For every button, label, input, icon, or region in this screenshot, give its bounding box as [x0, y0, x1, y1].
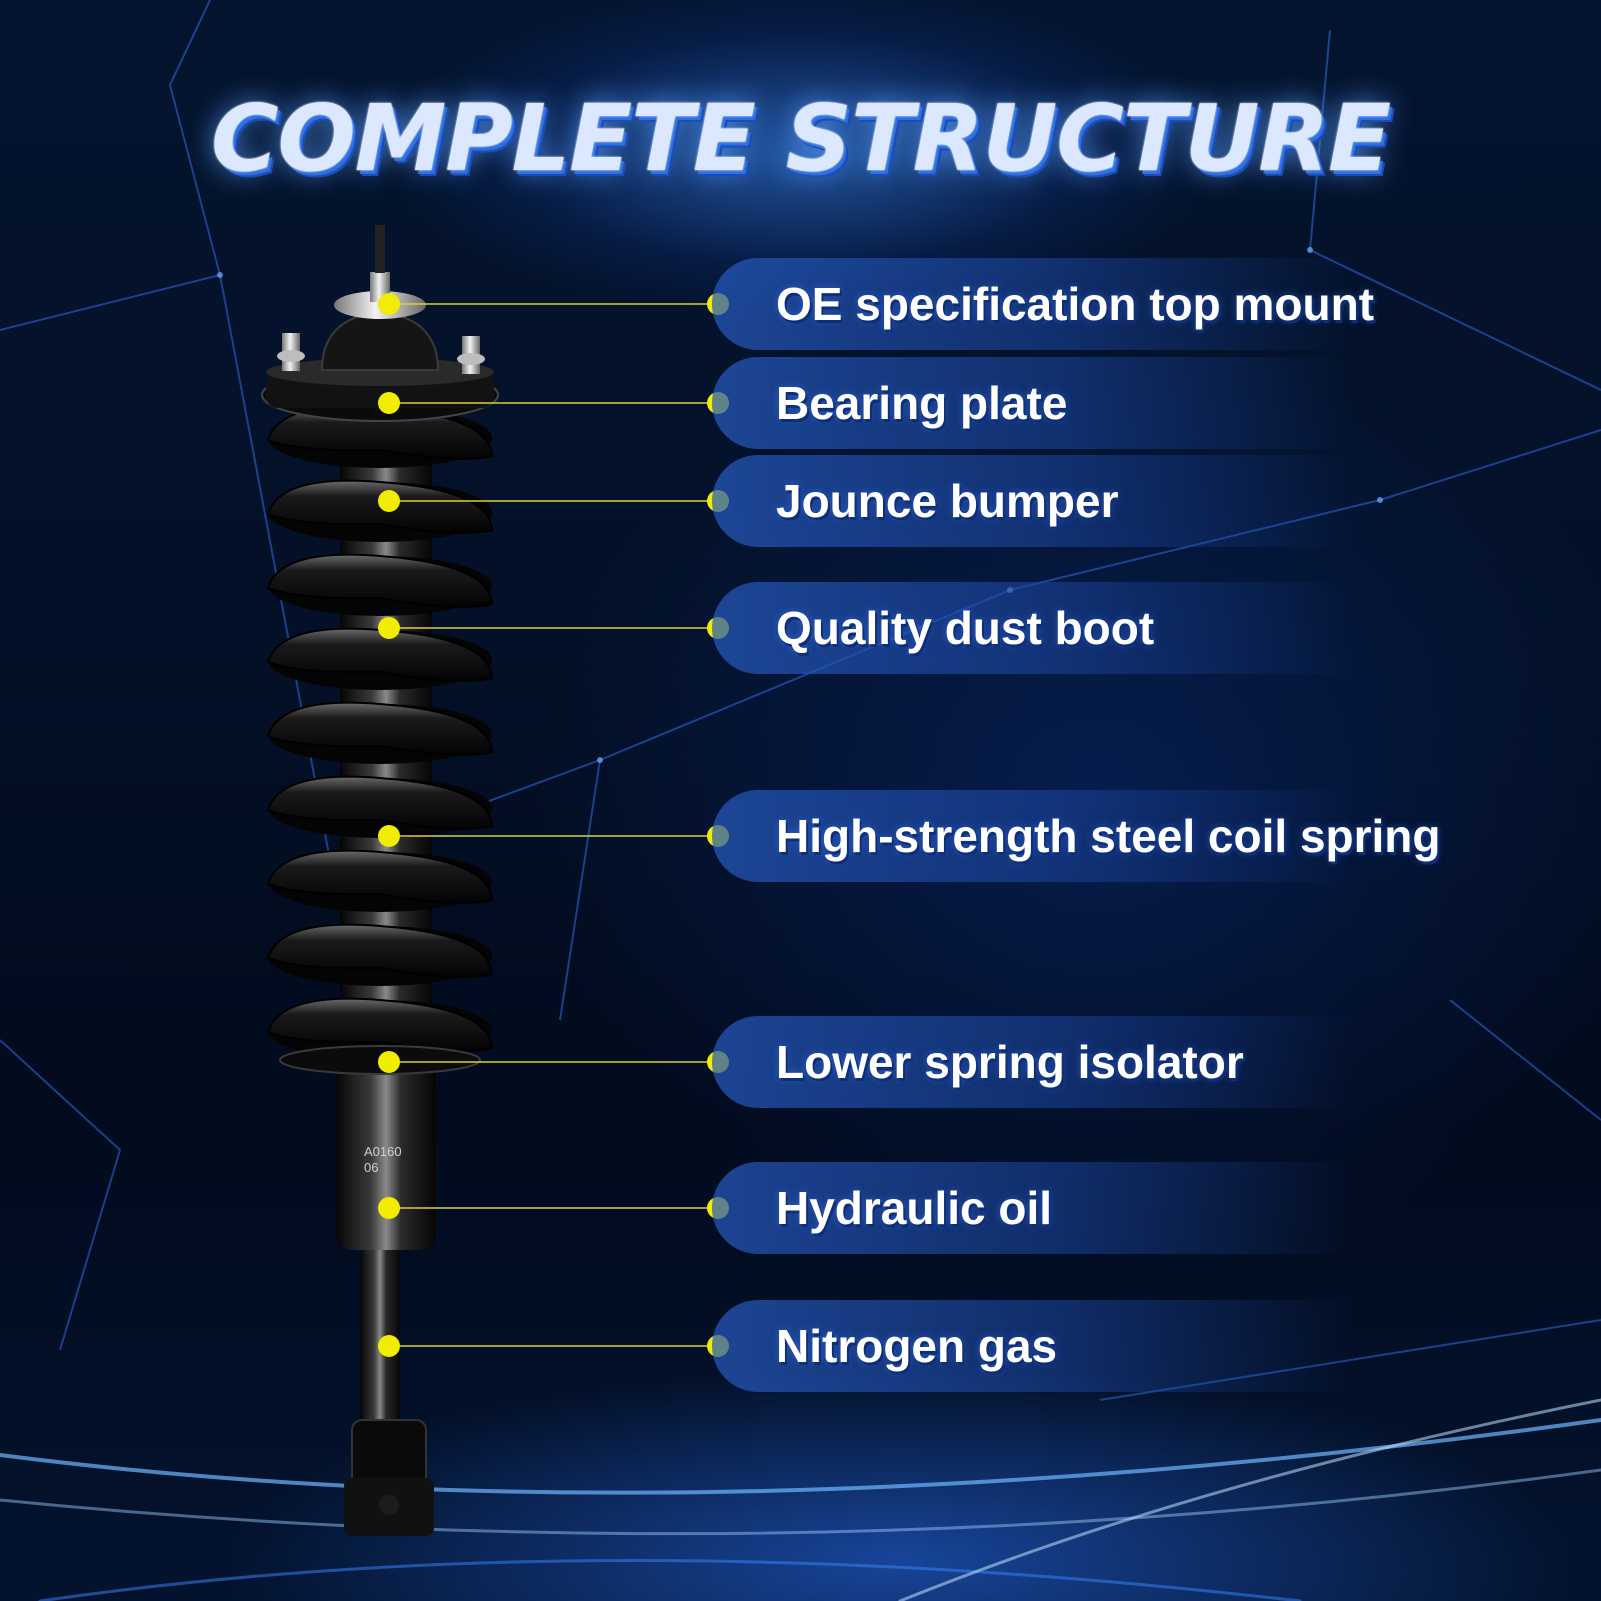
- label-pill-nitrogen-gas: [712, 1300, 1352, 1392]
- callout-label-spring-isolator: Lower spring isolator: [776, 1036, 1244, 1088]
- lower-mount: [344, 1250, 434, 1536]
- spring-coil-turn: [266, 701, 494, 756]
- part-marker-dot-4: [378, 617, 400, 639]
- top-mount-assembly: [261, 225, 499, 422]
- spring-coil-turn: [266, 553, 494, 608]
- spring-coil-turn: [266, 997, 494, 1052]
- label-pill-bearing-plate: [712, 357, 1352, 449]
- part-marker-dot-6: [378, 1051, 400, 1073]
- callout-label-jounce-bumper: Jounce bumper: [776, 475, 1119, 527]
- label-pill-coil-spring: [712, 790, 1352, 882]
- spring-coil-turn: [266, 923, 494, 978]
- part-marker-dot-3: [378, 490, 400, 512]
- part-marker-dot-8: [378, 1335, 400, 1357]
- tube-marking-line-2: 06: [364, 1160, 378, 1175]
- spring-coil-turn: [266, 775, 494, 830]
- shock-body: A0160 06: [336, 1040, 436, 1250]
- page-title: COMPLETE STRUCTURE: [210, 85, 1391, 192]
- callout-label-top-mount: OE specification top mount: [776, 278, 1375, 330]
- label-pill-top-mount: [712, 258, 1352, 350]
- part-marker-dot-7: [378, 1197, 400, 1219]
- callout-label-hydraulic-oil: Hydraulic oil: [776, 1182, 1053, 1234]
- spring-coil-turn: [266, 849, 494, 904]
- coil-spring: [266, 405, 494, 1060]
- spring-coil-turn: [266, 627, 494, 682]
- callout-label-coil-spring: High-strength steel coil spring: [776, 810, 1441, 862]
- label-pill-spring-isolator: [712, 1016, 1352, 1108]
- tube-marking-line-1: A0160: [364, 1144, 402, 1159]
- part-marker-dot-2: [378, 392, 400, 414]
- part-marker-dot-5: [378, 825, 400, 847]
- part-marker-dot-1: [378, 293, 400, 315]
- callout-label-bearing-plate: Bearing plate: [776, 377, 1068, 429]
- callout-label-nitrogen-gas: Nitrogen gas: [776, 1320, 1058, 1372]
- label-pill-hydraulic-oil: [712, 1162, 1352, 1254]
- label-pill-jounce-bumper: [712, 455, 1352, 547]
- callout-label-dust-boot: Quality dust boot: [776, 602, 1155, 654]
- label-pill-dust-boot: [712, 582, 1352, 674]
